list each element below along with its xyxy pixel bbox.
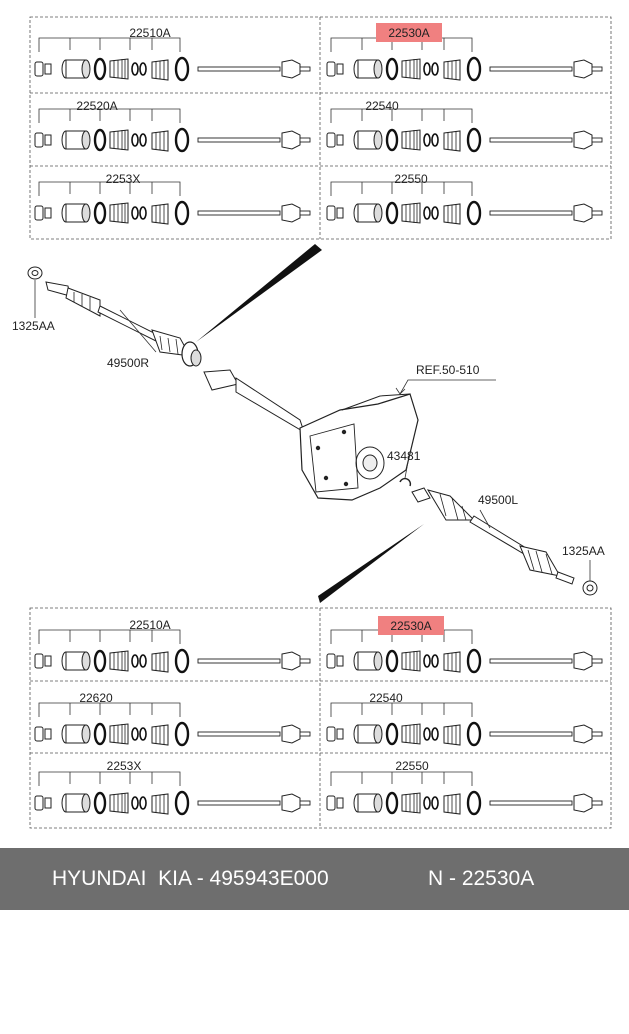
- part-label[interactable]: 2253X: [106, 172, 141, 186]
- part-label[interactable]: REF.50-510: [416, 363, 480, 377]
- clip-43481: [399, 461, 412, 487]
- kit-row: [33, 628, 312, 674]
- part-label[interactable]: 1325AA: [12, 319, 55, 333]
- part-highlight: [378, 616, 444, 635]
- part-label[interactable]: 49500L: [478, 493, 518, 507]
- part-label[interactable]: 22510A: [129, 26, 170, 40]
- part-label-highlighted[interactable]: 22530A: [388, 26, 429, 40]
- kit-row: [33, 36, 312, 82]
- nut-right: [582, 560, 598, 596]
- kit-row: [33, 180, 312, 226]
- kit-row: [325, 770, 604, 816]
- part-label[interactable]: 2253X: [107, 759, 142, 773]
- part-label[interactable]: 22540: [365, 99, 399, 113]
- part-label[interactable]: 22550: [394, 172, 428, 186]
- kit-row: [33, 107, 312, 153]
- part-label[interactable]: 22550: [395, 759, 429, 773]
- part-label[interactable]: 43481: [387, 449, 421, 463]
- kit-row: [325, 107, 604, 153]
- footer-bar: HYUNDAI KIA - 495943E000 N - 22530A: [0, 848, 629, 910]
- footer-highlighted-part: N - 22530A: [428, 867, 535, 890]
- differential-housing: [299, 379, 496, 501]
- kit-row: [33, 770, 312, 816]
- bottom-kit-panel: 22510A 22530A 22620 22540 2253X 22550: [29, 607, 612, 829]
- part-label[interactable]: 22510A: [129, 618, 170, 632]
- driveshaft-assembly: 1325AA 49500R REF.50-510 43481 49500L 13…: [12, 244, 605, 603]
- shaft-49500R: [45, 281, 202, 367]
- pointer-wedge-bottom: [318, 524, 424, 603]
- kit-row: [325, 36, 604, 82]
- top-kit-panel: 22510A 22530A 22520A 22540 2253X 22550: [29, 16, 612, 240]
- footer-brand-part-number: HYUNDAI KIA - 495943E000: [52, 867, 329, 890]
- nut-left: [27, 266, 43, 318]
- shaft-49500L: [411, 487, 575, 585]
- pointer-wedge-top: [196, 244, 322, 342]
- kit-row: [325, 701, 604, 747]
- kit-row: [325, 628, 604, 674]
- part-label[interactable]: 1325AA: [562, 544, 605, 558]
- part-label[interactable]: 22540: [369, 691, 403, 705]
- intermediate-shaft: [203, 369, 305, 434]
- kit-row: [325, 180, 604, 226]
- part-label[interactable]: 22620: [79, 691, 113, 705]
- kit-row: [33, 701, 312, 747]
- part-highlight: [376, 23, 442, 42]
- part-label-highlighted[interactable]: 22530A: [390, 619, 431, 633]
- part-label[interactable]: 49500R: [107, 356, 149, 370]
- part-label[interactable]: 22520A: [76, 99, 117, 113]
- parts-diagram: 22510A 22530A 22520A 22540 2253X 22550: [12, 16, 612, 829]
